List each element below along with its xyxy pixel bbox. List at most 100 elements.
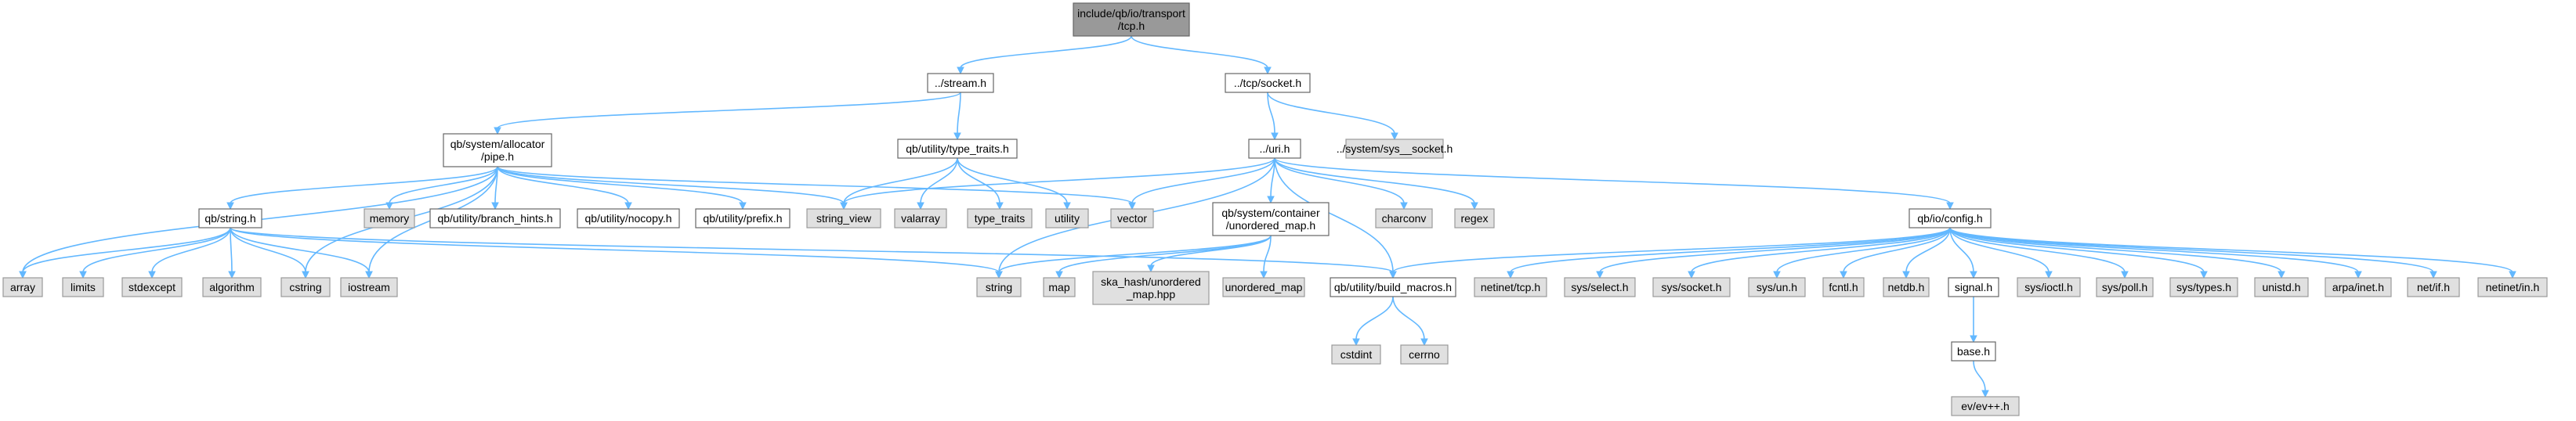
- node-box: [927, 73, 994, 93]
- node-label: sys/ioctl.h: [2024, 281, 2072, 293]
- node-type_traits_h[interactable]: qb/utility/type_traits.h: [897, 139, 1018, 159]
- node-label: valarray: [901, 212, 940, 225]
- edge-line: [1274, 157, 1394, 273]
- edge-unordered_map_h-to-string: [995, 235, 1272, 279]
- node-label: iostream: [348, 281, 390, 293]
- node-nocopy[interactable]: qb/utility/nocopy.h: [577, 208, 680, 228]
- node-string_view: string_view: [806, 208, 881, 228]
- edge-arrowhead: [1981, 390, 1989, 398]
- node-label: qb/utility/build_macros.h: [1334, 281, 1452, 293]
- node-signal[interactable]: signal.h: [1948, 277, 1999, 297]
- edge-line: [1599, 227, 1951, 273]
- node-box: [1331, 344, 1381, 365]
- edge-type_traits_h-to-string_view: [840, 157, 958, 210]
- node-cerrno: cerrno: [1400, 344, 1449, 365]
- node-label: ../uri.h: [1260, 142, 1290, 155]
- node-uri[interactable]: ../uri.h: [1248, 139, 1301, 159]
- node-prefix[interactable]: qb/utility/prefix.h: [695, 208, 791, 228]
- node-stream[interactable]: ../stream.h: [927, 73, 994, 93]
- edge-arrowhead: [1260, 271, 1268, 279]
- node-utility: utility: [1045, 208, 1089, 228]
- edge-line: [1949, 227, 1974, 273]
- edge-arrowhead: [1773, 271, 1781, 279]
- node-box: [1212, 202, 1330, 236]
- node-pipe[interactable]: qb/system/allocator/pipe.h: [443, 133, 552, 167]
- edge-line: [1776, 227, 1951, 273]
- node-label: sys/select.h: [1571, 281, 1628, 293]
- edge-unordered_map_h-to-map: [1055, 235, 1272, 279]
- edge-line: [1131, 35, 1268, 69]
- edge-type_traits_h-to-utility: [957, 157, 1071, 210]
- node-label: signal.h: [1955, 281, 1992, 293]
- node-box: [1225, 73, 1311, 93]
- node-unordered_map_h[interactable]: qb/system/container/unordered_map.h: [1212, 202, 1330, 236]
- edge-signal-to-base: [1970, 297, 1977, 344]
- node-box: [894, 208, 947, 228]
- node-netdb: netdb.h: [1883, 277, 1930, 297]
- node-box: [1345, 139, 1444, 159]
- edge-line: [497, 166, 845, 204]
- node-base[interactable]: base.h: [1951, 341, 1996, 362]
- edge-unordered_map_h-to-ska_hash: [1147, 235, 1272, 273]
- edge-pipe-to-memory: [385, 166, 498, 210]
- node-sys_socket_h: sys/socket.h: [1652, 277, 1731, 297]
- edge-qb_string-to-limits: [79, 227, 231, 279]
- edge-arrowhead: [1271, 132, 1279, 141]
- edge-arrowhead: [148, 271, 156, 279]
- edge-line: [1274, 157, 1951, 204]
- edge-line: [1843, 227, 1951, 273]
- node-tcp[interactable]: include/qb/io/transport/tcp.h: [1073, 2, 1190, 37]
- node-unordered_map: unordered_map: [1222, 277, 1305, 297]
- node-string: string: [976, 277, 1022, 297]
- edge-line: [230, 227, 1394, 273]
- node-qb_string[interactable]: qb/string.h: [198, 208, 262, 228]
- node-label: qb/utility/branch_hints.h: [437, 212, 552, 225]
- node-box: [1222, 277, 1305, 297]
- node-box: [1948, 277, 1999, 297]
- node-build_macros[interactable]: qb/utility/build_macros.h: [1330, 277, 1456, 297]
- edge-config-to-netdb: [1902, 227, 1951, 279]
- edge-line: [82, 227, 231, 273]
- node-limits: limits: [62, 277, 104, 297]
- edge-arrowhead: [1946, 202, 1954, 210]
- node-label: memory: [370, 212, 410, 225]
- node-label: sys/poll.h: [2102, 281, 2147, 293]
- edge-type_traits_h-to-valarray: [917, 157, 958, 210]
- node-label: ../system/sys__socket.h: [1337, 142, 1453, 155]
- edge-line: [230, 227, 233, 273]
- node-box: [202, 277, 262, 297]
- edge-tcp-to-stream: [957, 35, 1132, 75]
- node-box: [1951, 396, 2020, 416]
- edge-arrowhead: [1420, 338, 1428, 347]
- edge-arrowhead: [1471, 202, 1478, 210]
- edge-config-to-signal: [1949, 227, 1977, 279]
- node-box: [897, 139, 1018, 159]
- node-label: ska_hash/unordered: [1101, 275, 1201, 288]
- edge-line: [230, 227, 1000, 273]
- edge-arrowhead: [1389, 271, 1397, 279]
- edge-line: [1905, 227, 1951, 273]
- node-label: map: [1048, 281, 1069, 293]
- node-box: [2407, 277, 2460, 297]
- edge-arrowhead: [302, 271, 309, 279]
- node-layer: include/qb/io/transport/tcp.h ../stream.h…: [2, 2, 2548, 416]
- node-box: [1908, 208, 1992, 228]
- edge-arrowhead: [228, 271, 236, 279]
- node-config[interactable]: qb/io/config.h: [1908, 208, 1992, 228]
- node-box: [695, 208, 791, 228]
- node-label: ev/ev++.h: [1961, 400, 2010, 412]
- node-netinet_tcp: netinet/tcp.h: [1474, 277, 1547, 297]
- node-arpa_inet: arpa/inet.h: [2325, 277, 2392, 297]
- node-socket[interactable]: ../tcp/socket.h: [1225, 73, 1311, 93]
- node-branch_hints[interactable]: qb/utility/branch_hints.h: [429, 208, 561, 228]
- node-box: [806, 208, 881, 228]
- edge-arrowhead: [1970, 271, 1977, 279]
- edge-arrowhead: [2278, 271, 2285, 279]
- node-label: charconv: [1382, 212, 1427, 225]
- node-label: net/if.h: [2417, 281, 2450, 293]
- edge-line: [1131, 157, 1275, 204]
- node-label: unordered_map: [1225, 281, 1303, 293]
- node-label: base.h: [1957, 345, 1990, 358]
- node-label: qb/utility/nocopy.h: [584, 212, 671, 225]
- node-box: [443, 133, 552, 167]
